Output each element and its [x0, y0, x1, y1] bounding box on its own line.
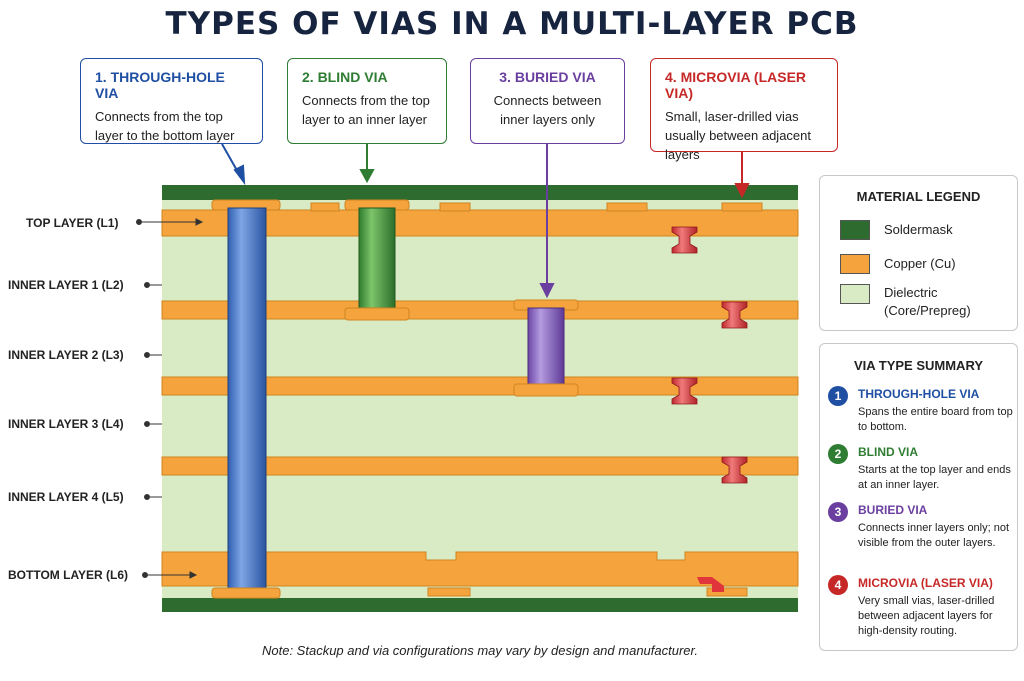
arrow-through-hole [221, 143, 246, 186]
number-badge: 1 [828, 386, 848, 406]
layer-label-l2: INNER LAYER 1 (L2) [8, 278, 124, 292]
summary-item-title: MICROVIA (LASER VIA) [858, 576, 993, 590]
blind-via-pad-bottom [344, 307, 410, 321]
arrow-blind [359, 144, 375, 184]
buried-via [527, 307, 565, 387]
callout-text: Connects from the top layer to the botto… [95, 109, 235, 143]
number-badge: 3 [828, 502, 848, 522]
copper-pad [606, 202, 648, 212]
layer-label-l4: INNER LAYER 3 (L4) [8, 417, 124, 431]
summary-item-title: BURIED VIA [858, 503, 928, 517]
soldermask-swatch [840, 220, 870, 240]
copper-swatch [840, 254, 870, 274]
summary-item-desc: Starts at the top layer and ends at an i… [858, 464, 1011, 491]
footnote: Note: Stackup and via configurations may… [262, 643, 698, 658]
buried-via-pad-bottom [513, 383, 579, 397]
copper-pad [706, 587, 748, 597]
arrow-buried [539, 144, 555, 299]
summary-item-title: THROUGH-HOLE VIA [858, 387, 980, 401]
summary-title: VIA TYPE SUMMARY [853, 358, 984, 373]
layer-label-l6: BOTTOM LAYER (L6) [8, 568, 129, 582]
legend-item-copper: Copper (Cu) [840, 254, 956, 274]
layer-label-l1: TOP LAYER (L1) [26, 216, 119, 230]
callout-microvia: 4. MICROVIA (LASER VIA) Small, laser-dri… [650, 58, 838, 162]
callout-blind: 2. BLIND VIA Connects from the top layer… [287, 58, 447, 144]
microvia [671, 377, 698, 405]
copper-l2 [161, 300, 799, 320]
legend-title: MATERIAL LEGEND [856, 189, 981, 204]
number-badge: 2 [828, 444, 848, 464]
callout-title: 3. BURIED VIA [499, 69, 596, 85]
summary-item-desc: Spans the entire board from top to botto… [858, 406, 1013, 433]
dielectric-swatch [840, 284, 870, 304]
legend-item-soldermask: Soldermask [840, 220, 953, 240]
copper-pad [439, 202, 471, 212]
callout-title: 2. BLIND VIA [302, 69, 388, 85]
material-legend: MATERIAL LEGEND Soldermask Copper (Cu) D… [819, 175, 1018, 331]
via-type-summary: VIA TYPE SUMMARY 1 THROUGH-HOLE VIA Span… [819, 343, 1018, 651]
copper-l3 [161, 376, 799, 396]
copper-l6 [161, 551, 799, 587]
layer-label-l5: INNER LAYER 4 (L5) [8, 490, 124, 504]
copper-pad [310, 202, 340, 212]
callout-text: Connects between inner layers only [493, 93, 602, 127]
page-title: TYPES OF VIAS IN A MULTI-LAYER PCB [165, 6, 859, 42]
callout-title: 4. MICROVIA (LASER VIA) [665, 69, 807, 101]
number-badge: 4 [828, 575, 848, 595]
microvia [721, 456, 748, 484]
arrow-microvia [734, 152, 750, 199]
copper-pad [721, 202, 763, 212]
callout-through-hole: 1. THROUGH-HOLE VIA Connects from the to… [80, 58, 263, 144]
legend-item-dielectric: Dielectric (Core/Prepreg) [840, 284, 994, 320]
legend-label: Dielectric (Core/Prepreg) [884, 285, 971, 318]
summary-item-desc: Very small vias, laser-drilled between a… [858, 595, 995, 637]
layer-pointers [136, 218, 204, 579]
callout-title: 1. THROUGH-HOLE VIA [95, 69, 225, 101]
copper-pad [427, 587, 471, 597]
microvia [671, 226, 698, 254]
callout-text: Small, laser-drilled vias usually betwee… [665, 109, 811, 162]
copper-l5 [161, 456, 799, 476]
legend-label: Copper (Cu) [884, 256, 956, 271]
callout-buried: 3. BURIED VIA Connects between inner lay… [470, 58, 625, 144]
blind-via [358, 207, 396, 311]
microvia [721, 301, 748, 329]
summary-item-title: BLIND VIA [858, 445, 918, 459]
callout-text: Connects from the top layer to an inner … [302, 93, 430, 127]
through-hole-via-pad-bottom [211, 587, 281, 599]
microvia-bottom [697, 577, 724, 592]
layer-label-l3: INNER LAYER 2 (L3) [8, 348, 124, 362]
legend-label: Soldermask [884, 222, 953, 237]
through-hole-via [227, 207, 267, 591]
summary-item-desc: Connects inner layers only; not visible … [858, 522, 1010, 549]
